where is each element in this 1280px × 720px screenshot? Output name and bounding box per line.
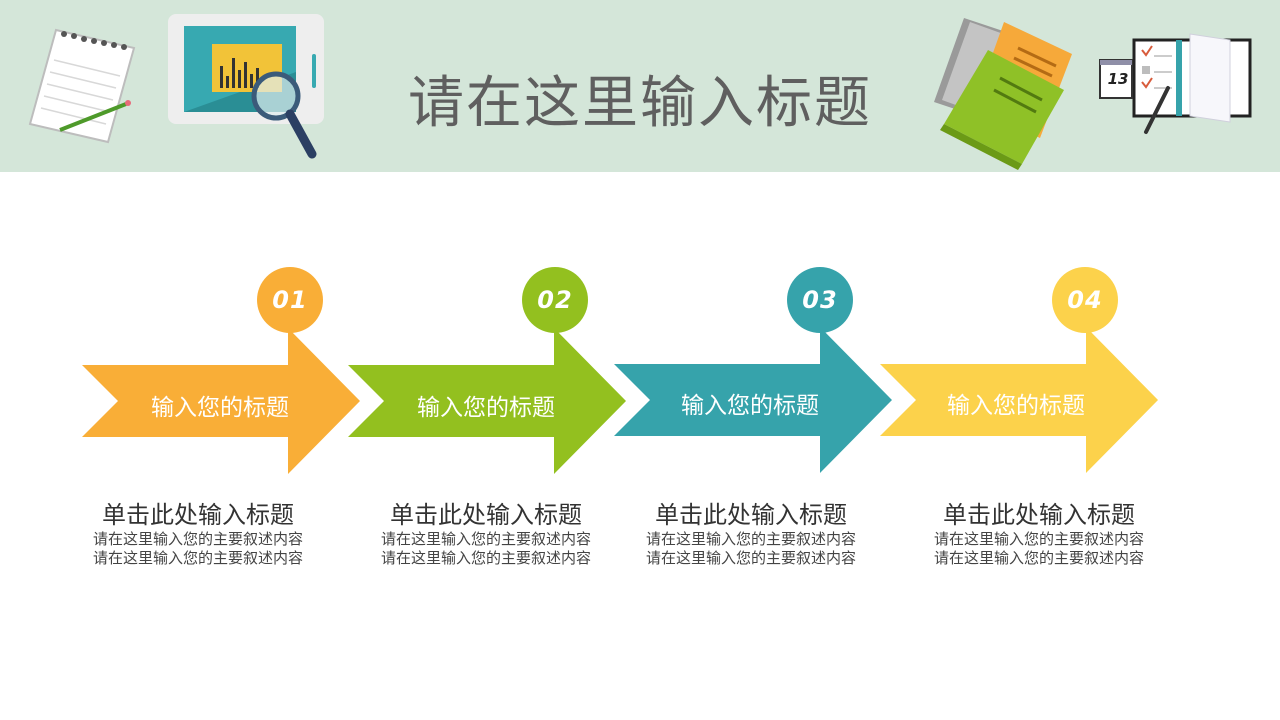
step-heading-1: 单击此处输入标题 — [102, 501, 294, 529]
step-arrow-3 — [614, 327, 892, 473]
planner-calendar-icon — [1099, 33, 1252, 134]
step-number-badge-2 — [522, 267, 588, 333]
step-number-1: 01 — [272, 286, 308, 314]
notepad-icon — [28, 28, 136, 144]
step-desc-3b: 请在这里输入您的主要叙述内容 — [645, 549, 856, 567]
step-arrow-label-2: 输入您的标题 — [417, 395, 555, 421]
step-text-4: 单击此处输入标题 请在这里输入您的主要叙述内容 请在这里输入您的主要叙述内容 — [909, 500, 1169, 568]
step-arrow-1 — [82, 328, 360, 474]
step-arrow-label-4: 输入您的标题 — [947, 393, 1085, 419]
step-text-3: 单击此处输入标题 请在这里输入您的主要叙述内容 请在这里输入您的主要叙述内容 — [621, 500, 881, 568]
calendar-day-number: 13 — [1107, 70, 1129, 88]
step-desc-4a: 请在这里输入您的主要叙述内容 — [933, 530, 1144, 548]
step-number-badge-4 — [1052, 267, 1118, 333]
step-desc-2b: 请在这里输入您的主要叙述内容 — [380, 549, 591, 567]
step-number-3: 03 — [802, 286, 838, 314]
step-heading-3: 单击此处输入标题 — [655, 501, 847, 529]
step-desc-1a: 请在这里输入您的主要叙述内容 — [92, 530, 303, 548]
step-arrow-4 — [880, 327, 1158, 473]
step-desc-3a: 请在这里输入您的主要叙述内容 — [645, 530, 856, 548]
page-title: 请在这里输入标题 — [408, 71, 872, 136]
step-desc-2a: 请在这里输入您的主要叙述内容 — [380, 530, 591, 548]
tablet-chart-icon — [168, 14, 324, 159]
step-number-2: 02 — [537, 286, 573, 314]
step-heading-2: 单击此处输入标题 — [390, 501, 582, 529]
step-number-badge-1 — [257, 267, 323, 333]
step-arrow-2 — [348, 328, 626, 474]
books-icon — [934, 18, 1072, 170]
step-heading-4: 单击此处输入标题 — [943, 501, 1135, 529]
step-arrow-label-1: 输入您的标题 — [151, 395, 289, 421]
header-banner: 13 请在这里输入标题 — [0, 0, 1280, 172]
step-arrow-label-3: 输入您的标题 — [681, 393, 819, 419]
step-number-badge-3 — [787, 267, 853, 333]
step-text-1: 单击此处输入标题 请在这里输入您的主要叙述内容 请在这里输入您的主要叙述内容 — [68, 500, 328, 568]
step-desc-1b: 请在这里输入您的主要叙述内容 — [92, 549, 303, 567]
step-text-2: 单击此处输入标题 请在这里输入您的主要叙述内容 请在这里输入您的主要叙述内容 — [356, 500, 616, 568]
step-number-4: 04 — [1067, 286, 1103, 314]
step-desc-4b: 请在这里输入您的主要叙述内容 — [933, 549, 1144, 567]
